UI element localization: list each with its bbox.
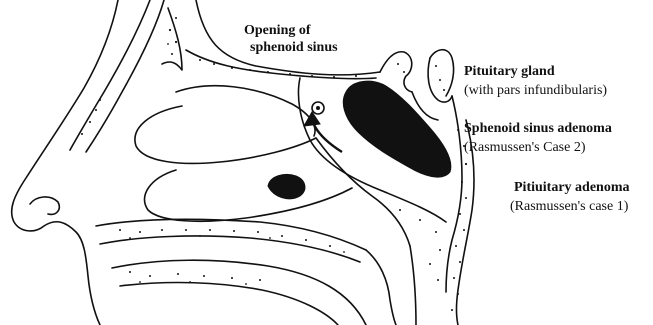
- inferior-concha: [144, 170, 352, 221]
- label-pituitary-adenoma-sub: (Rasmussen's case 1): [510, 198, 628, 215]
- frontal-sinus: [162, 8, 182, 70]
- hard-palate-upper: [96, 219, 366, 250]
- face-profile: [12, 0, 118, 325]
- posterior-clinoid: [430, 50, 454, 96]
- nasal-bone-outer: [70, 0, 150, 150]
- pharyngeal-wall: [410, 246, 416, 325]
- label-sphenoid-sinus: sphenoid sinus: [250, 39, 338, 56]
- sphenoid-sinus-adenoma-mass: [268, 174, 305, 198]
- sphenoid-opening-dot: [316, 106, 320, 110]
- label-opening-of: Opening of: [244, 22, 311, 39]
- nasal-bone-inner: [86, 0, 164, 152]
- nostril: [30, 197, 59, 214]
- oral-floor: [120, 283, 338, 325]
- superior-concha: [176, 86, 315, 136]
- middle-concha: [135, 106, 316, 163]
- soft-palate: [366, 250, 396, 325]
- label-pituitary-adenoma: Pitiuitary adenoma: [514, 179, 630, 196]
- label-sphenoid-sinus-adenoma-sub: (Rasmussen's Case 2): [464, 139, 586, 156]
- hard-palate-lower: [100, 236, 360, 262]
- label-pituitary-gland-sub: (with pars infundibularis): [464, 82, 607, 99]
- label-pituitary-gland: Pituitary gland: [464, 63, 555, 80]
- label-sphenoid-sinus-adenoma: Sphenoid sinus adenoma: [464, 120, 612, 137]
